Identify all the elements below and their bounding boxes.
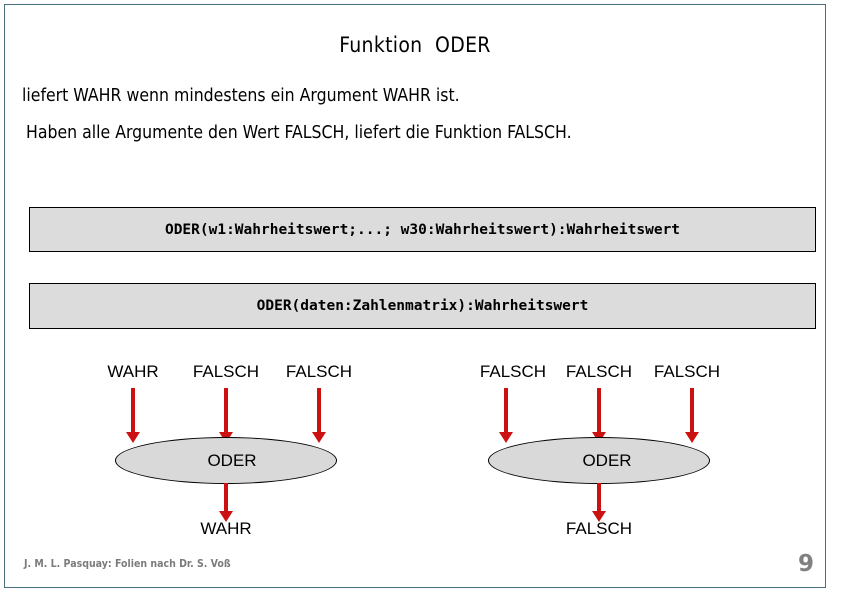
gate-right-input-labels: FALSCH FALSCH FALSCH [468, 362, 808, 386]
gate-left-input-arrow-1 [126, 388, 140, 443]
gate-right-output-arrow [592, 483, 606, 522]
gate-right-input-label-1: FALSCH [479, 362, 547, 381]
gate-left-input-label-3: FALSCH [285, 362, 353, 381]
body-line-1: liefert WAHR wenn mindestens ein Argumen… [22, 86, 460, 106]
gate-left-label: ODER [207, 450, 257, 470]
gate-diagram-left: WAHR FALSCH FALSCH ODER WAHR [95, 362, 435, 547]
gate-left-input-labels: WAHR FALSCH FALSCH [95, 362, 435, 386]
gate-left-input-arrow-3 [312, 388, 326, 443]
function-signature-text-1: ODER(w1:Wahrheitswert;...; w30:Wahrheits… [164, 221, 681, 238]
function-signature-box-1: ODER(w1:Wahrheitswert;...; w30:Wahrheits… [29, 207, 816, 252]
page-title: Funktion ODER [339, 33, 491, 57]
gate-right-input-arrow-1 [499, 388, 513, 443]
footer-credit: J. M. L. Pasquay: Folien nach Dr. S. Voß [24, 558, 231, 570]
gate-right-input-label-3: FALSCH [653, 362, 721, 381]
gate-left-input-label-1: WAHR [107, 362, 159, 381]
function-signature-text-2: ODER(daten:Zahlenmatrix):Wahrheitswert [256, 298, 589, 314]
gate-left-shape: ODER [115, 437, 337, 484]
gate-right-input-label-2: FALSCH [565, 362, 633, 381]
gate-left-input-arrow-2 [219, 388, 233, 443]
gate-diagram-right: FALSCH FALSCH FALSCH ODER FALSCH [468, 362, 808, 547]
function-signature-box-2: ODER(daten:Zahlenmatrix):Wahrheitswert [29, 283, 816, 329]
page-number: 9 [797, 551, 814, 577]
body-line-2: Haben alle Argumente den Wert FALSCH, li… [26, 123, 572, 143]
gate-right-input-arrow-2 [592, 388, 606, 443]
gate-left-output-arrow [219, 483, 233, 522]
gate-left-output-label: WAHR [200, 519, 252, 538]
gate-right-label: ODER [582, 450, 632, 470]
gate-left-input-label-2: FALSCH [192, 362, 260, 381]
gate-right-shape: ODER [488, 437, 710, 484]
gate-right-input-arrow-3 [685, 388, 699, 443]
gate-right-output-label: FALSCH [565, 519, 633, 538]
